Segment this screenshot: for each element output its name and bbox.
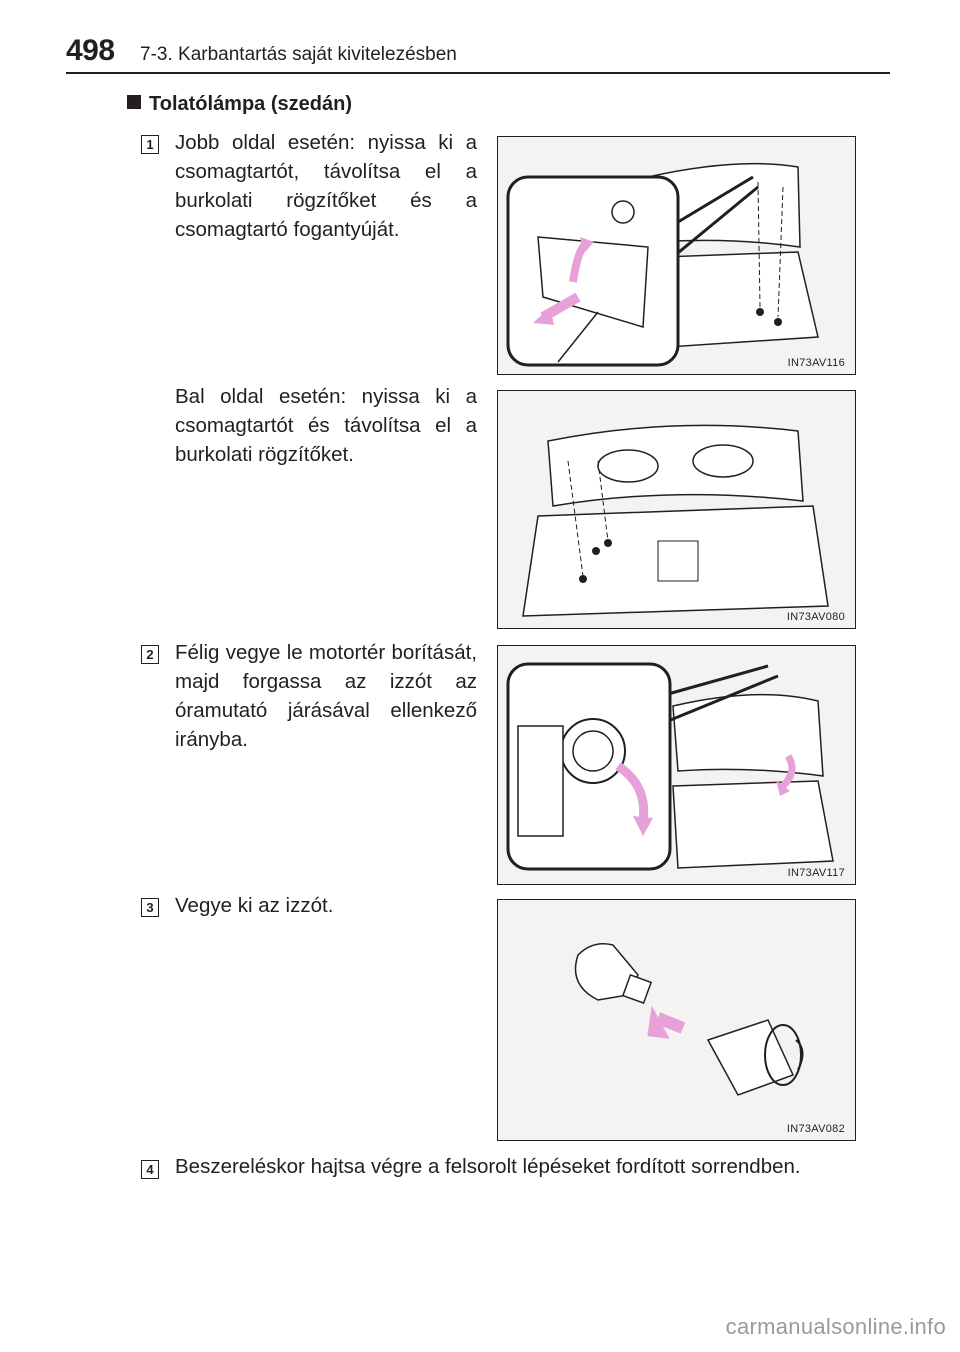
page-number: 498: [66, 34, 115, 67]
step-3-text: Vegye ki az izzót.: [175, 894, 334, 917]
figure-code: IN73AV082: [786, 1123, 845, 1135]
trunk-handle-illustration: [506, 162, 819, 367]
figure-code: IN73AV080: [786, 611, 845, 623]
header-divider: [66, 72, 890, 74]
step-4-text: Beszereléskor hajtsa végre a felsorolt l…: [175, 1155, 801, 1178]
figure-code: IN73AV116: [787, 357, 845, 369]
section-title-text: Tolatólámpa (szedán): [149, 93, 352, 115]
figure-bulb-removal: IN73AV082: [497, 899, 856, 1141]
chapter-title: 7-3. Karbantartás saját kivitelezésben: [140, 44, 457, 65]
step-1-text: Jobb oldal esetén: nyissa ki a csomagtar…: [175, 131, 477, 241]
step-number-1: 1: [141, 135, 159, 154]
bulb-rotation-illustration: [506, 662, 834, 871]
bulb-removal-illustration: [574, 943, 804, 1096]
figure-code: IN73AV117: [787, 867, 845, 879]
trunk-trim-illustration: [522, 424, 829, 617]
figure-bulb-rotation: IN73AV117: [497, 645, 856, 885]
step-number-2: 2: [141, 645, 159, 664]
figure-trunk-trim-removal: IN73AV080: [497, 390, 856, 629]
step-number-4: 4: [141, 1160, 159, 1179]
figure-trunk-handle-removal: IN73AV116: [497, 136, 856, 375]
step-1b-text: Bal oldal esetén: nyissa ki a csomagtart…: [175, 385, 477, 466]
section-title: Tolatólámpa (szedán): [127, 93, 352, 116]
watermark: carmanualsonline.info: [725, 1314, 946, 1339]
square-bullet-icon: [127, 95, 141, 109]
step-2-text: Félig vegye le motortér borítását, majd …: [175, 641, 477, 751]
step-number-3: 3: [141, 898, 159, 917]
